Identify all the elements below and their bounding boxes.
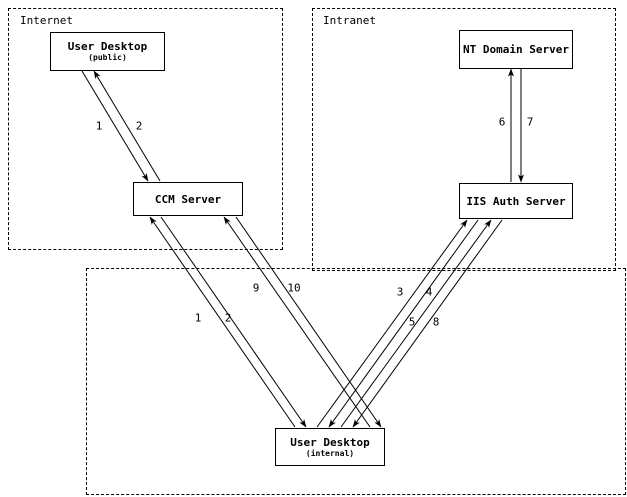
edge-label-1-internal: 1 [194,311,202,325]
edge-label-9: 9 [252,281,260,295]
edge-label-10: 10 [287,281,301,295]
edge-label-3: 3 [396,285,404,299]
connector-e1b [149,216,296,428]
connector-e10 [235,216,382,428]
zone-intranet [312,8,616,271]
node-title: NT Domain Server [463,43,569,56]
connector-e3 [316,219,468,428]
connector-e5 [340,219,492,428]
edge-label-8: 8 [432,315,440,329]
edge-label-7: 7 [526,115,534,129]
zone-internet [8,8,283,250]
connector-e8 [352,219,503,428]
edge-label-5: 5 [408,315,416,329]
zone-internal-network [86,268,626,495]
edge-label-4: 4 [425,285,433,299]
edge-label-1: 1 [95,119,103,133]
node-title: User Desktop [290,435,370,449]
connector-e1 [81,70,149,182]
connector-e4 [328,219,479,428]
node-nt-domain-server[interactable]: NT Domain Server [459,30,573,69]
zone-label-internet: Internet [20,14,73,27]
node-subtitle: (public) [88,53,127,62]
edge-label-2-internal: 2 [224,311,232,325]
node-user-desktop-public[interactable]: User Desktop (public) [50,32,165,71]
node-title: CCM Server [154,192,222,206]
zone-label-intranet: Intranet [323,14,376,27]
connector-e9 [223,216,371,428]
node-title: IIS Auth Server [466,194,566,208]
edge-label-2: 2 [135,119,143,133]
node-ccm-server[interactable]: CCM Server [133,182,243,216]
edge-label-6: 6 [498,115,506,129]
connector-e2b [160,216,307,428]
connector-e2 [93,70,161,182]
node-subtitle: (internal) [305,448,355,458]
node-user-desktop-internal[interactable]: User Desktop (internal) [275,428,385,466]
node-iis-auth-server[interactable]: IIS Auth Server [459,183,573,219]
node-title: User Desktop [67,40,148,53]
